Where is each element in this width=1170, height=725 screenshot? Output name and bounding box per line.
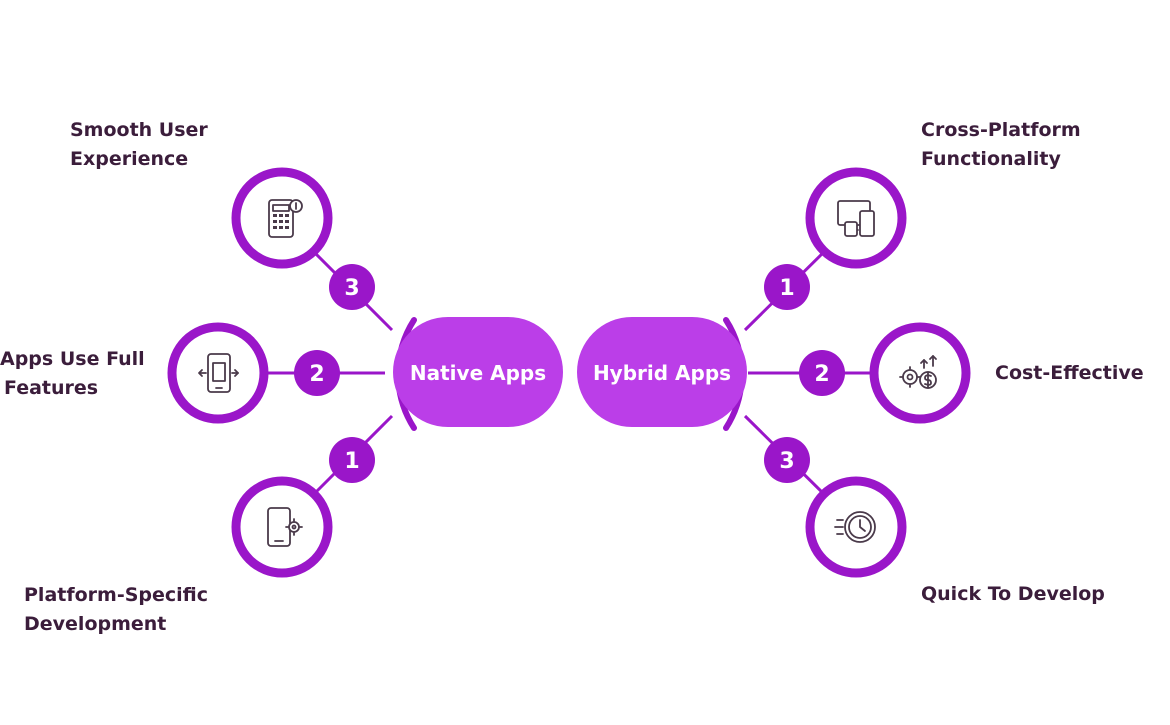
fast-clock-icon xyxy=(834,511,876,543)
hybrid-apps-pill: Hybrid Apps xyxy=(577,317,747,427)
phone-expand-icon xyxy=(198,353,239,393)
hybrid-item-1-label: Cross-Platform Functionality xyxy=(921,119,1081,170)
svg-text:2: 2 xyxy=(814,362,829,387)
native-item-2-label: Apps Use Full Features xyxy=(0,348,145,399)
hybrid-item-3-label: Quick To Develop xyxy=(921,583,1105,605)
svg-text:3: 3 xyxy=(779,449,794,474)
phone-gear-icon xyxy=(267,507,303,547)
gear-dollar-icon xyxy=(899,355,937,389)
native-badge-1: 1 xyxy=(329,437,375,483)
hybrid-badge-3: 3 xyxy=(764,437,810,483)
native-ring-1 xyxy=(231,476,333,578)
hybrid-badge-1: 1 xyxy=(764,264,810,310)
svg-text:1: 1 xyxy=(779,276,794,301)
hybrid-apps-label: Hybrid Apps xyxy=(593,361,731,385)
native-ring-3 xyxy=(231,167,333,269)
devices-icon xyxy=(837,200,875,237)
hybrid-ring-1 xyxy=(805,167,907,269)
hybrid-ring-2 xyxy=(869,322,971,424)
calculator-phone-icon xyxy=(268,199,303,238)
native-badge-3: 3 xyxy=(329,264,375,310)
hybrid-item-2-label: Cost-Effective xyxy=(995,362,1144,384)
svg-text:3: 3 xyxy=(344,276,359,301)
svg-text:1: 1 xyxy=(344,449,359,474)
native-apps-label: Native Apps xyxy=(410,361,546,385)
hybrid-badge-2: 2 xyxy=(799,350,845,396)
native-item-1-label: Platform-Specific Development xyxy=(24,584,209,635)
svg-text:2: 2 xyxy=(309,362,324,387)
native-item-3-label: Smooth User Experience xyxy=(70,119,208,170)
hybrid-ring-3 xyxy=(805,476,907,578)
native-badge-2: 2 xyxy=(294,350,340,396)
native-apps-pill: Native Apps xyxy=(393,317,563,427)
native-ring-2 xyxy=(167,322,269,424)
